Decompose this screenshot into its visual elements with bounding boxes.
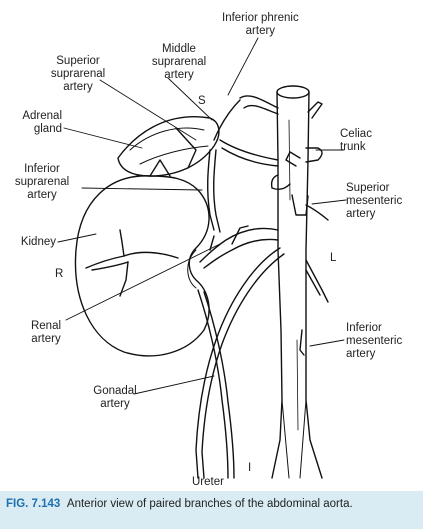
label-line: suprarenal — [151, 56, 207, 68]
label-line: Inferior — [346, 322, 382, 334]
label-superior-suprarenal-artery: Superior suprarenal artery — [40, 55, 116, 94]
label-ureter: Ureter — [192, 476, 224, 488]
label-line: Inferior — [24, 163, 60, 175]
label-renal-artery: Renal artery — [22, 320, 70, 346]
figure-caption-text: Anterior view of paired branches of the … — [66, 498, 353, 510]
label-line: mesenteric — [346, 335, 403, 347]
label-line: artery — [63, 81, 93, 93]
label-inferior-suprarenal-artery: Inferior suprarenal artery — [4, 163, 80, 202]
label-line: suprarenal — [50, 68, 106, 80]
label-inferior-phrenic-artery: Inferior phrenic artery — [222, 12, 299, 38]
label-line: artery — [346, 348, 376, 360]
label-line: artery — [100, 398, 130, 410]
label-middle-suprarenal-artery: Middle suprarenal artery — [142, 43, 216, 82]
label-celiac-trunk: Celiac trunk — [340, 128, 372, 154]
inferior-phrenic-arteries — [239, 95, 323, 119]
label-line: Superior — [346, 182, 390, 194]
gonadal-artery-shape — [195, 247, 285, 479]
inferior-mesenteric-artery — [299, 259, 329, 356]
label-line: artery — [346, 208, 376, 220]
label-line: artery — [31, 333, 61, 345]
figure-number: FIG. 7.143 — [6, 498, 61, 510]
figure-caption: FIG. 7.143 Anterior view of paired branc… — [6, 498, 420, 510]
label-line: artery — [27, 189, 57, 201]
label-line: Gonadal — [93, 385, 137, 397]
label-line: Adrenal — [22, 110, 62, 122]
label-line: artery — [164, 69, 194, 81]
celiac-trunk — [285, 147, 323, 167]
label-line: Superior — [56, 55, 100, 67]
label-line: Middle — [162, 43, 196, 55]
label-line: Renal — [30, 320, 62, 332]
label-kidney: Kidney — [20, 236, 56, 248]
label-line: suprarenal — [14, 176, 70, 188]
label-line: gland — [33, 123, 62, 135]
ureter-shape — [197, 289, 235, 479]
kidney-shape — [74, 175, 210, 357]
suprarenal-artery-lines — [206, 99, 279, 233]
label-r: R — [55, 268, 64, 280]
label-s: S — [198, 95, 206, 107]
superior-mesenteric-artery — [270, 174, 329, 221]
label-line: artery — [245, 25, 276, 37]
leader-lines — [57, 37, 347, 395]
label-adrenal-gland: Adrenal gland — [14, 110, 62, 136]
caption-band — [0, 491, 423, 529]
aorta — [271, 85, 323, 479]
label-gonadal-artery: Gonadal artery — [88, 385, 142, 411]
label-l: L — [330, 252, 337, 264]
renal-artery-shape — [199, 225, 279, 269]
label-line: mesenteric — [346, 195, 403, 207]
label-line: Celiac — [340, 128, 372, 140]
label-i: I — [248, 462, 252, 474]
label-inferior-mesenteric-artery: Inferior mesenteric artery — [346, 322, 402, 361]
label-superior-mesenteric-artery: Superior mesenteric artery — [346, 182, 402, 221]
aorta-kidney-illustration — [57, 37, 347, 479]
label-line: Inferior phrenic — [222, 12, 299, 24]
label-line: trunk — [340, 141, 366, 153]
adrenal-gland-shape — [117, 116, 220, 177]
